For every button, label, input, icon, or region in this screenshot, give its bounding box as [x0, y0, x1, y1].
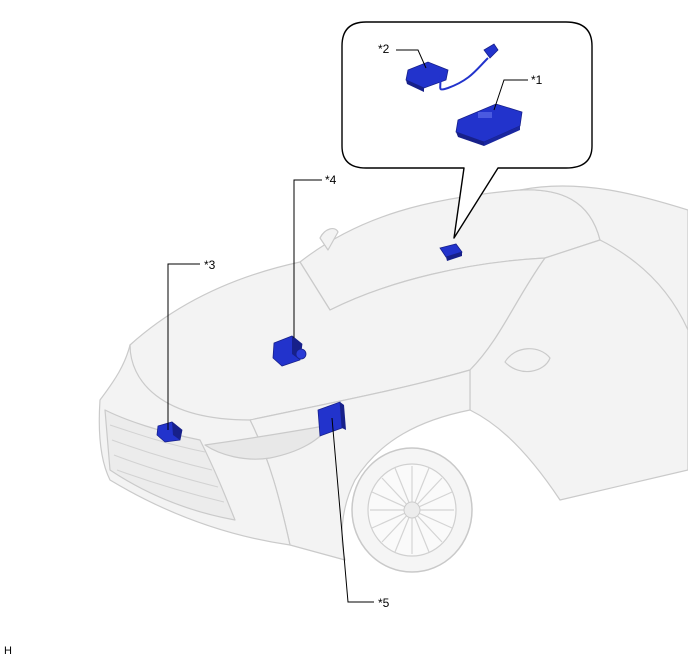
leader-5 [331, 417, 374, 603]
leader-3 [167, 263, 200, 430]
wiper [319, 228, 339, 251]
component-5 [317, 401, 346, 437]
callout-label-2: *2 [378, 42, 390, 56]
headlight [204, 424, 331, 460]
front-wheel [351, 447, 473, 573]
callout-label-4: *4 [325, 173, 337, 187]
leader-2 [396, 49, 427, 69]
component-1 [455, 103, 523, 146]
component-windshield-sensor [439, 243, 463, 261]
component-3 [156, 421, 183, 443]
component-4 [272, 335, 307, 367]
leader-4 [293, 179, 322, 338]
callout-label-3: *3 [204, 258, 216, 272]
callout-label-1: *1 [531, 73, 543, 87]
grille [104, 409, 236, 521]
side-mirror [504, 348, 551, 373]
grille-slats [109, 424, 225, 503]
leader-1 [493, 79, 528, 111]
component-2 [405, 43, 499, 92]
leader-lines [167, 49, 528, 603]
callout-label-5: *5 [378, 596, 390, 610]
side-panel [469, 239, 688, 501]
vehicle-body [98, 185, 688, 561]
corner-mark: H [4, 645, 12, 657]
